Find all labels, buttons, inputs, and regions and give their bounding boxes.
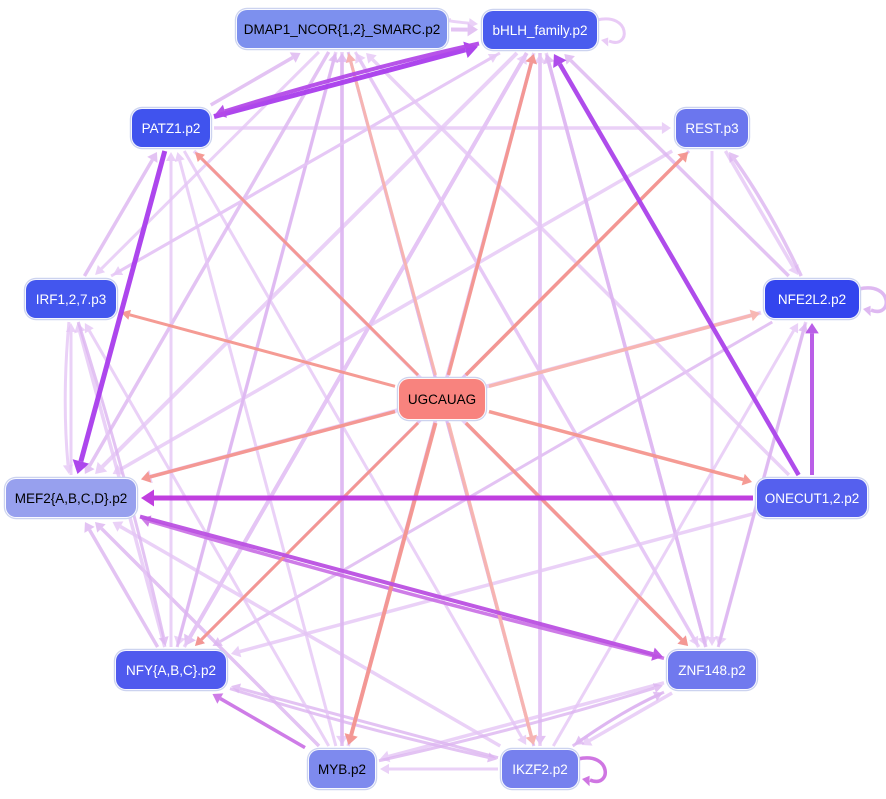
self-loop-nfe2l2	[858, 286, 886, 317]
node-ugcauag[interactable]: UGCAUAG	[398, 378, 486, 420]
node-label-ugcauag: UGCAUAG	[407, 391, 477, 407]
edge-myb-nfy	[212, 693, 306, 750]
node-rest[interactable]: REST.p3	[675, 108, 749, 148]
edge-irf-bhlh	[110, 54, 499, 278]
edge-ugcauag-dmap1	[345, 53, 437, 376]
edge-rest-mef2	[112, 149, 674, 475]
edge-ugcauag-ikzf2	[446, 422, 538, 745]
edge-ikzf2-bhlh	[534, 54, 546, 746]
edge-ugcauag-nfy	[195, 421, 420, 646]
edge-znf148-ikzf2	[581, 691, 673, 746]
node-label-bhlh: bHLH_family.p2	[492, 22, 588, 38]
edge-myb-znf148	[378, 683, 663, 763]
edge-znf148-dmap1	[355, 53, 701, 648]
node-irf[interactable]: IRF1,2,7.p3	[25, 279, 117, 319]
edge-rest-nfe2l2	[723, 150, 799, 275]
edge-ikzf2-mef2	[112, 521, 502, 748]
edge-onecut-nfe2l2	[805, 323, 819, 475]
edge-patz1-rest	[214, 122, 671, 134]
node-label-nfy: NFY{A,B,C}.p2	[125, 662, 217, 678]
node-nfe2l2[interactable]: NFE2L2.p2	[764, 279, 860, 319]
edge-ugcauag-nfe2l2	[488, 309, 760, 388]
edge-onecut-bhlh	[553, 54, 801, 477]
edge-ikzf2-myb	[380, 763, 498, 775]
edge-ugcauag-znf148	[464, 421, 689, 646]
node-znf148[interactable]: ZNF148.p2	[667, 650, 757, 690]
edge-onecut-nfy	[231, 512, 754, 658]
edge-ugcauag-mef2	[141, 409, 396, 483]
node-myb[interactable]: MYB.p2	[308, 749, 376, 789]
edge-myb-mef2	[95, 522, 321, 748]
edge-dmap1-irf	[95, 50, 320, 275]
edge-onecut-dmap1	[366, 53, 791, 477]
node-onecut[interactable]: ONECUT1,2.p2	[756, 478, 868, 518]
edge-myb-patz1	[174, 152, 338, 747]
edge-ugcauag-onecut	[488, 409, 752, 486]
node-ikzf2[interactable]: IKZF2.p2	[501, 749, 579, 789]
node-dmap1[interactable]: DMAP1_NCOR{1,2}_SMARC.p2	[236, 9, 448, 49]
edge-ugcauag-myb	[344, 422, 438, 745]
edge-patz1-ikzf2	[182, 150, 527, 745]
node-mef2[interactable]: MEF2{A,B,C,D}.p2	[5, 478, 137, 518]
edge-nfy-bhlh	[182, 54, 527, 648]
self-loop-ikzf2	[577, 756, 607, 787]
node-label-rest: REST.p3	[685, 120, 739, 136]
node-label-ikzf2: IKZF2.p2	[512, 761, 568, 777]
edge-rest-znf148	[706, 151, 718, 646]
edge-dmap1-mef2	[84, 51, 331, 474]
edge-nfy-dmap1	[175, 53, 339, 648]
edge-nfe2l2-rest	[729, 152, 803, 277]
node-label-myb: MYB.p2	[317, 761, 367, 777]
edge-patz1-dmap1	[209, 52, 301, 107]
node-label-mef2: MEF2{A,B,C,D}.p2	[14, 490, 128, 506]
node-label-dmap1: DMAP1_NCOR{1,2}_SMARC.p2	[243, 21, 441, 37]
edge-znf148-bhlh	[543, 54, 708, 648]
node-label-nfe2l2: NFE2L2.p2	[777, 291, 847, 307]
edge-mef2-znf148	[139, 514, 663, 661]
node-patz1[interactable]: PATZ1.p2	[131, 108, 211, 148]
edge-ugcauag-rest	[464, 152, 689, 377]
edge-irf-patz1	[82, 152, 158, 277]
node-bhlh[interactable]: bHLH_family.p2	[482, 10, 598, 50]
edge-dmap1-bhlh	[446, 18, 478, 29]
node-nfy[interactable]: NFY{A,B,C}.p2	[115, 650, 227, 690]
edge-ugcauag-patz1	[195, 152, 420, 377]
self-loop-bhlh	[596, 17, 626, 47]
node-label-patz1: PATZ1.p2	[141, 120, 201, 136]
node-label-znf148: ZNF148.p2	[678, 662, 746, 678]
edge-nfy-ikzf2	[229, 687, 497, 763]
edge-ugcauag-irf	[121, 309, 396, 388]
edge-ikzf2-znf148	[571, 691, 663, 748]
node-label-onecut: ONECUT1,2.p2	[764, 490, 860, 506]
edge-bhlh-patz1	[215, 41, 480, 118]
edge-onecut-mef2	[141, 489, 753, 507]
edge-irf-mef2	[62, 321, 74, 474]
edge-nfy-mef2	[84, 522, 160, 648]
node-label-irf: IRF1,2,7.p3	[35, 291, 107, 307]
edge-patz1-mef2	[72, 150, 168, 474]
edge-ugcauag-bhlh	[446, 54, 538, 376]
edge-nfe2l2-bhlh	[564, 54, 790, 278]
edge-myb-dmap1	[336, 53, 348, 746]
